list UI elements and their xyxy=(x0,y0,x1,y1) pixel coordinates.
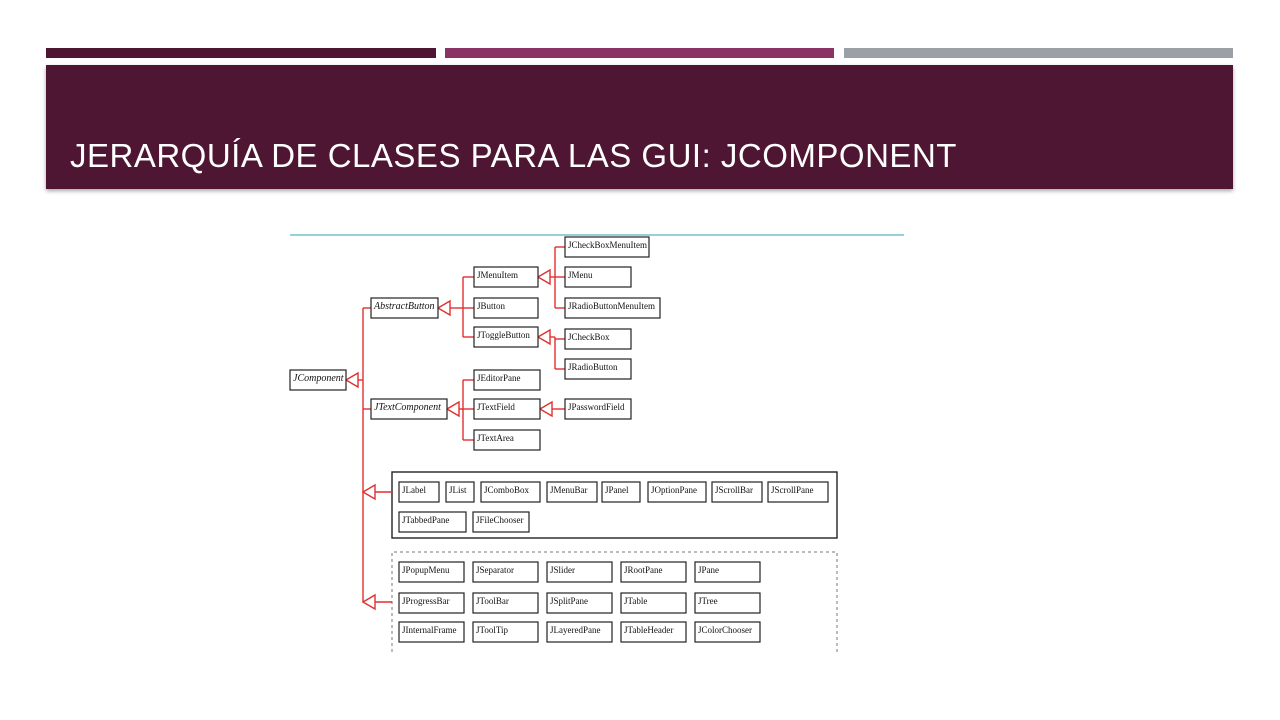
textcomponent-inheritance-arrowhead xyxy=(445,400,460,418)
accent-bar-1 xyxy=(46,48,436,58)
class-node-jtableheader: JTableHeader xyxy=(620,621,687,643)
svg-text:JScrollBar: JScrollBar xyxy=(715,485,753,495)
class-node-jmenu: JMenu xyxy=(564,266,632,288)
svg-text:JProgressBar: JProgressBar xyxy=(402,596,450,606)
class-node-jtogglebutton: JToggleButton xyxy=(473,326,539,348)
class-node-jeditorpane: JEditorPane xyxy=(473,369,541,391)
svg-text:JScrollPane: JScrollPane xyxy=(771,485,814,495)
solid-group-arrowhead xyxy=(361,483,376,501)
svg-text:JCheckBox: JCheckBox xyxy=(568,332,610,342)
class-node-jmenubar: JMenuBar xyxy=(546,481,598,503)
svg-text:JPane: JPane xyxy=(698,565,719,575)
root-inheritance-arrowhead xyxy=(344,371,359,389)
svg-text:JTableHeader: JTableHeader xyxy=(624,625,673,635)
svg-text:JTextArea: JTextArea xyxy=(477,433,514,443)
svg-text:JToolTip: JToolTip xyxy=(476,625,509,635)
class-node-jfilechooser: JFileChooser xyxy=(472,511,530,533)
slide-title: JERARQUÍA DE CLASES PARA LAS GUI: JCOMPO… xyxy=(70,137,957,174)
svg-text:JTree: JTree xyxy=(698,596,718,606)
class-node-jlayeredpane: JLayeredPane xyxy=(546,621,613,643)
svg-text:JPopupMenu: JPopupMenu xyxy=(402,565,450,575)
svg-text:JSplitPane: JSplitPane xyxy=(550,596,588,606)
svg-text:JCheckBoxMenuItem: JCheckBoxMenuItem xyxy=(568,240,647,250)
svg-text:JMenuBar: JMenuBar xyxy=(550,485,588,495)
class-node-jtextcomponent: JTextComponent xyxy=(370,398,448,420)
svg-text:JTextComponent: JTextComponent xyxy=(374,402,441,413)
class-node-jsplitpane: JSplitPane xyxy=(546,592,613,614)
svg-text:JRootPane: JRootPane xyxy=(624,565,663,575)
class-node-jcheckbox: JCheckBox xyxy=(564,328,632,350)
class-node-abstractbutton: AbstractButton xyxy=(370,297,439,319)
class-node-jtree: JTree xyxy=(694,592,761,614)
svg-text:JInternalFrame: JInternalFrame xyxy=(402,625,456,635)
class-node-jprogressbar: JProgressBar xyxy=(398,592,465,614)
svg-text:JLabel: JLabel xyxy=(402,485,426,495)
class-node-jlist: JList xyxy=(445,481,475,503)
title-band: JERARQUÍA DE CLASES PARA LAS GUI: JCOMPO… xyxy=(46,65,1233,189)
class-node-jtextfield: JTextField xyxy=(473,398,541,420)
class-node-jtabbedpane: JTabbedPane xyxy=(398,511,467,533)
class-node-jtable: JTable xyxy=(620,592,687,614)
svg-text:JMenuItem: JMenuItem xyxy=(477,270,518,280)
class-node-jpopupmenu: JPopupMenu xyxy=(398,561,465,583)
class-node-jcomponent: JComponent xyxy=(289,369,347,391)
svg-text:JMenu: JMenu xyxy=(568,270,593,280)
class-node-jcombobox: JComboBox xyxy=(480,481,541,503)
solid-group-frame xyxy=(391,471,838,539)
svg-text:JToggleButton: JToggleButton xyxy=(477,330,530,340)
class-node-jlabel: JLabel xyxy=(398,481,440,503)
svg-text:JSlider: JSlider xyxy=(550,565,575,575)
svg-text:JComponent: JComponent xyxy=(293,373,344,384)
class-node-jinternalframe: JInternalFrame xyxy=(398,621,465,643)
class-node-joptionpane: JOptionPane xyxy=(647,481,707,503)
class-node-jpasswordfield: JPasswordField xyxy=(564,398,632,420)
class-node-jscrollbar: JScrollBar xyxy=(711,481,763,503)
class-node-jslider: JSlider xyxy=(546,561,613,583)
svg-text:JFileChooser: JFileChooser xyxy=(476,515,524,525)
abstractbutton-inheritance-arrowhead xyxy=(436,299,451,317)
svg-text:JSeparator: JSeparator xyxy=(476,565,514,575)
class-node-jtextarea: JTextArea xyxy=(473,429,541,451)
svg-text:JToolBar: JToolBar xyxy=(476,596,509,606)
dashed-group-arrowhead xyxy=(361,593,376,611)
class-node-jcheckboxmenuitem: JCheckBoxMenuItem xyxy=(564,236,650,258)
class-node-jbutton: JButton xyxy=(473,297,539,319)
svg-text:JTable: JTable xyxy=(624,596,647,606)
accent-bar-2 xyxy=(445,48,834,58)
svg-text:JTextField: JTextField xyxy=(477,402,515,412)
togglebutton-inheritance-arrowhead xyxy=(536,328,551,346)
svg-text:JOptionPane: JOptionPane xyxy=(651,485,697,495)
svg-text:JEditorPane: JEditorPane xyxy=(477,373,521,383)
class-node-jrootpane: JRootPane xyxy=(620,561,687,583)
menuitem-inheritance-arrowhead xyxy=(536,268,551,286)
class-node-jmenuitem: JMenuItem xyxy=(473,266,539,288)
svg-text:JComboBox: JComboBox xyxy=(484,485,530,495)
svg-text:JList: JList xyxy=(449,485,467,495)
class-node-jcolorchooser: JColorChooser xyxy=(694,621,761,643)
class-node-jradiobuttonmenuitem: JRadioButtonMenuItem xyxy=(564,297,661,319)
textfield-inheritance-arrowhead xyxy=(538,400,553,418)
svg-text:JTabbedPane: JTabbedPane xyxy=(402,515,449,525)
svg-text:JPanel: JPanel xyxy=(605,485,629,495)
class-node-jscrollpane: JScrollPane xyxy=(767,481,829,503)
svg-text:JRadioButtonMenuItem: JRadioButtonMenuItem xyxy=(568,301,655,311)
svg-text:JLayeredPane: JLayeredPane xyxy=(550,625,600,635)
class-node-jradiobutton: JRadioButton xyxy=(564,358,632,380)
class-node-jpanel: JPanel xyxy=(601,481,641,503)
svg-text:JButton: JButton xyxy=(477,301,506,311)
svg-text:JColorChooser: JColorChooser xyxy=(698,625,752,635)
class-node-jtooltip: JToolTip xyxy=(472,621,539,643)
class-node-jseparator: JSeparator xyxy=(472,561,539,583)
accent-bar-3 xyxy=(844,48,1233,58)
svg-text:JPasswordField: JPasswordField xyxy=(568,402,625,412)
svg-text:JRadioButton: JRadioButton xyxy=(568,362,618,372)
class-node-jpane: JPane xyxy=(694,561,761,583)
svg-text:AbstractButton: AbstractButton xyxy=(373,301,435,312)
class-node-jtoolbar: JToolBar xyxy=(472,592,539,614)
